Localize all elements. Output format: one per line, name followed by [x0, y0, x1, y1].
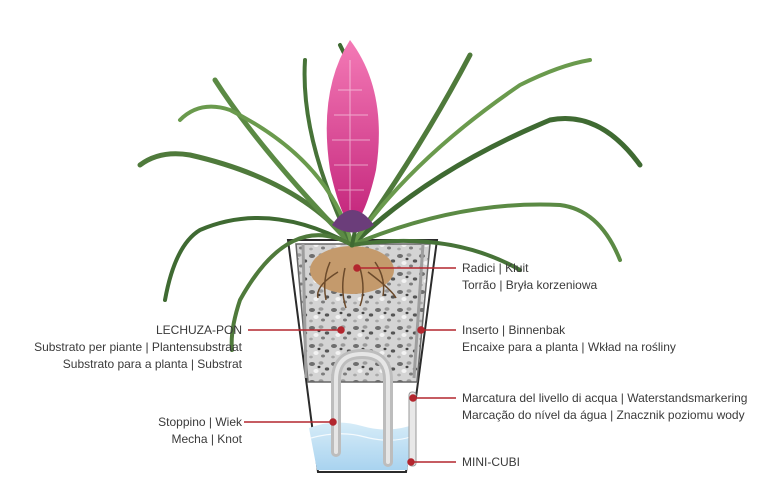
label-stoppino: Stoppino | Wiek Mecha | Knot — [158, 414, 242, 448]
label-inserto-line1: Inserto | Binnenbak — [462, 322, 676, 339]
label-radici-line2: Torrão | Bryła korzeniowa — [462, 277, 597, 294]
label-radici-line1: Radici | Kluit — [462, 260, 597, 277]
label-mini-cubi-line1: MINI-CUBI — [462, 454, 520, 471]
label-marcatura-line2: Marcação do nível da água | Znacznik poz… — [462, 407, 747, 424]
label-stoppino-line1: Stoppino | Wiek — [158, 414, 242, 431]
label-pon-line1: LECHUZA-PON — [34, 322, 242, 339]
label-mini-cubi: MINI-CUBI — [462, 454, 520, 471]
label-stoppino-line2: Mecha | Knot — [158, 431, 242, 448]
label-inserto-line2: Encaixe para a planta | Wkład na rośliny — [462, 339, 676, 356]
water-level-marker — [409, 392, 416, 466]
water-reservoir — [309, 422, 415, 470]
label-lechuza-pon: LECHUZA-PON Substrato per piante | Plant… — [34, 322, 242, 373]
label-pon-line2: Substrato per piante | Plantensubstraat — [34, 339, 242, 356]
label-pon-line3: Substrato para a planta | Substrat — [34, 356, 242, 373]
label-marcatura: Marcatura del livello di acqua | Waterst… — [462, 390, 747, 424]
label-marcatura-line1: Marcatura del livello di acqua | Waterst… — [462, 390, 747, 407]
label-radici: Radici | Kluit Torrão | Bryła korzeniowa — [462, 260, 597, 294]
label-inserto: Inserto | Binnenbak Encaixe para a plant… — [462, 322, 676, 356]
